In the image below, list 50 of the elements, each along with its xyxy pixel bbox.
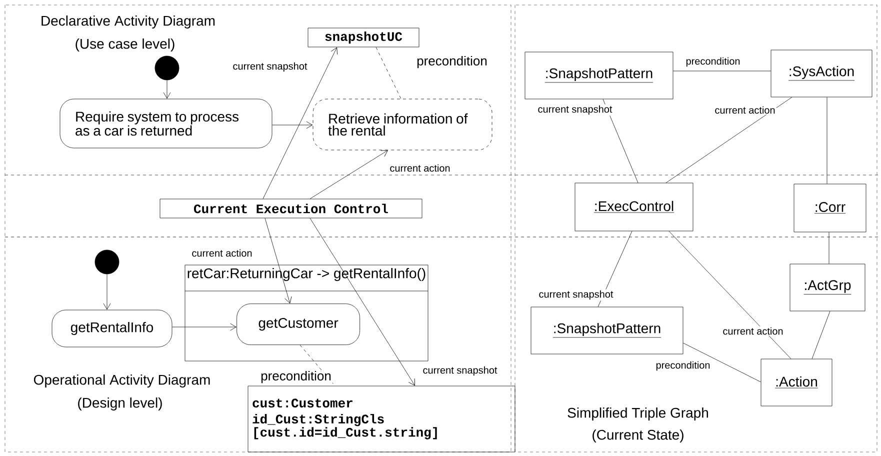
- action-box: Retrieve information of the rental: [312, 98, 492, 150]
- arrow: [262, 47, 338, 199]
- arrow: [163, 80, 171, 99]
- object-box: :ExecControl: [574, 182, 694, 232]
- arrow: [310, 218, 415, 386]
- connector-line: [683, 342, 761, 382]
- object-box: Current Execution Control: [160, 198, 422, 218]
- connector-line: [666, 97, 792, 183]
- arrow: [264, 218, 292, 304]
- panel-title: Operational Activity Diagram: [34, 374, 210, 388]
- edge-label: current action: [190, 248, 254, 258]
- arrow: [272, 121, 313, 129]
- panel-title: (Current State): [592, 429, 684, 443]
- connector-line: [828, 232, 830, 264]
- panel-title: Declarative Activity Diagram: [42, 15, 215, 29]
- edge-label: precondition: [260, 370, 332, 384]
- object-box: :SysAction: [770, 50, 872, 98]
- initial-node: [154, 56, 180, 80]
- connector-line: [668, 231, 792, 359]
- panel-title: (Use case level): [76, 38, 174, 52]
- arrow: [310, 150, 388, 199]
- action-box: getRentalInfo: [52, 310, 172, 348]
- connector-line: [673, 70, 771, 72]
- object-box: :ActGrp: [790, 264, 866, 312]
- edge-label: current action: [714, 105, 776, 115]
- action-box: Require system to process as a car is returned: [60, 98, 272, 148]
- object-box: :SnapshotPattern: [530, 306, 684, 354]
- edge-label: current action: [388, 163, 452, 173]
- edge-label: current action: [722, 326, 784, 336]
- edge-label: precondition: [416, 54, 488, 70]
- object-box: :Corr: [794, 184, 866, 232]
- object-box: :Action: [760, 358, 832, 406]
- object-box: snapshotUC: [308, 28, 420, 48]
- edge-label: precondition: [654, 360, 712, 372]
- panel-title: Simplified Triple Graph: [568, 407, 708, 421]
- edge-label: current snapshot: [232, 61, 308, 73]
- panel-title: (Design level): [78, 397, 162, 411]
- edge-label: precondition: [684, 56, 742, 68]
- edge-label: current snapshot: [536, 104, 614, 116]
- edge-label: current snapshot: [538, 289, 614, 301]
- connector-line: [812, 311, 830, 359]
- edge-label: current snapshot: [422, 365, 498, 377]
- initial-node: [94, 250, 120, 274]
- connector-line: [826, 97, 828, 184]
- constraint-box: cust:Customer id_Cust:StringCls [cust.id=id_Cust.string]: [248, 386, 516, 452]
- arrow: [172, 323, 236, 331]
- action-box: getCustomer: [236, 304, 360, 345]
- connector-line: [376, 47, 402, 99]
- object-box: :SnapshotPattern: [524, 52, 674, 100]
- arrow: [103, 274, 111, 310]
